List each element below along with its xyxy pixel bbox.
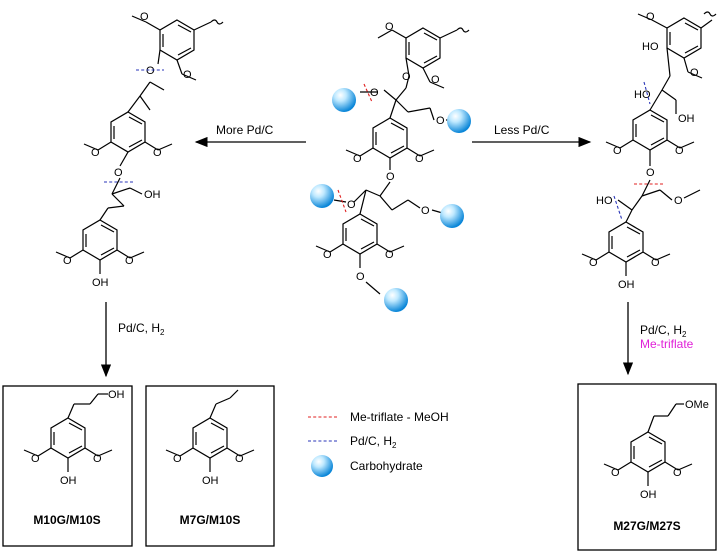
- right-top-ome-o2: O: [690, 67, 699, 79]
- arrow-less-pdc: Less Pd/C: [472, 123, 592, 148]
- product-box-2: O O OH M7G/M10S: [145, 385, 275, 547]
- right-bot-ome-o1: O: [589, 257, 598, 269]
- box1-ome-o1: O: [31, 453, 40, 465]
- center-top-ring: [377, 27, 470, 89]
- right-chain-ho2: HO: [596, 195, 613, 207]
- carbohydrate-ball-4: [440, 204, 464, 228]
- box3-oh-bottom: OH: [640, 489, 657, 501]
- center-bot-ome-o2: O: [385, 249, 394, 261]
- right-mid-ome-o2: O: [675, 145, 684, 157]
- box1-ome-o2: O: [93, 453, 102, 465]
- carbohydrate-ball-5: [384, 288, 408, 312]
- left-bot-ome-o1: O: [63, 255, 72, 267]
- left-ether-o2: O: [114, 167, 123, 179]
- right-chain-o: O: [674, 195, 683, 207]
- center-ether-o2: O: [386, 171, 395, 183]
- left-down-label: Pd/C, H: [118, 321, 160, 335]
- center-starting-material: O O O O O O: [310, 21, 471, 312]
- center-top-ome-o2: O: [431, 74, 440, 86]
- center-o-ball-4: O: [421, 205, 430, 217]
- less-pdc-label: Less Pd/C: [494, 123, 550, 137]
- right-chain-oh: OH: [678, 113, 695, 125]
- center-red-cut-1: [363, 83, 373, 103]
- legend-blue-sub: 2: [392, 441, 397, 450]
- product-box-1: OH O O OH M10G/M10S: [2, 385, 133, 547]
- svg-text:Pd/C, H2: Pd/C, H2: [350, 434, 397, 450]
- product-2-label: M7G/M10S: [180, 513, 241, 527]
- arrow-right-down: Pd/C, H2 Me-triflate: [622, 302, 694, 376]
- svg-text:Pd/C, H2: Pd/C, H2: [118, 321, 165, 337]
- right-ether-o2: O: [646, 167, 655, 179]
- left-bot-oh: OH: [92, 277, 109, 289]
- center-middle-ring: [345, 117, 435, 170]
- left-ether-o1: O: [146, 65, 155, 77]
- carbohydrate-ball-2: [447, 109, 471, 133]
- center-o-ball-3: O: [347, 199, 356, 211]
- legend-ball-label: Carbohydrate: [350, 459, 423, 473]
- me-triflate-reagent: Me-triflate: [640, 337, 694, 351]
- right-down-sub: 2: [682, 330, 687, 339]
- right-top-ho: HO: [642, 41, 659, 53]
- box3-ome-o1: O: [611, 467, 620, 479]
- center-o-ball-1: O: [370, 87, 379, 99]
- arrow-left-down: Pd/C, H2: [100, 302, 165, 378]
- carbohydrate-ball-3: [310, 184, 334, 208]
- legend-blue-label: Pd/C, H: [350, 434, 392, 448]
- right-intermediate: O O HO HO OH O O O HO: [581, 11, 717, 291]
- legend: Me-triflate - MeOH Pd/C, H2 Carbohydrate: [308, 410, 449, 477]
- right-top-ome-o1: O: [646, 11, 655, 23]
- left-top-ome-o2: O: [183, 69, 192, 81]
- left-mid-ome-o2: O: [153, 147, 162, 159]
- center-mid-ome-o2: O: [415, 153, 424, 165]
- left-bot-ome-o2: O: [125, 255, 134, 267]
- box1-oh-top: OH: [108, 389, 125, 401]
- svg-text:Pd/C, H2: Pd/C, H2: [640, 323, 687, 339]
- right-chain-ho1: HO: [634, 89, 651, 101]
- box3-ome-o2: O: [673, 467, 682, 479]
- left-intermediate: O O O O O O OH: [55, 11, 224, 289]
- center-bot-ome-o1: O: [323, 249, 332, 261]
- right-blue-cut-1: [643, 81, 651, 105]
- right-down-label: Pd/C, H: [640, 323, 682, 337]
- center-mid-ome-o1: O: [353, 153, 362, 165]
- center-ether-o1: O: [402, 71, 411, 83]
- product-3-label: M27G/M27S: [613, 519, 680, 533]
- left-top-ome-o1: O: [140, 11, 149, 23]
- box3-ome-top: OMe: [685, 399, 709, 411]
- product-box-3: OMe O O OH M27G/M27S: [577, 383, 717, 551]
- left-down-sub: 2: [160, 328, 165, 337]
- center-bot-o-ball: O: [356, 271, 365, 283]
- box2-ome-o1: O: [173, 453, 182, 465]
- right-mid-ome-o1: O: [613, 145, 622, 157]
- left-mid-ome-o1: O: [91, 147, 100, 159]
- carbohydrate-ball-1: [332, 88, 356, 112]
- box1-oh-bottom: OH: [60, 475, 77, 487]
- box2-oh-bottom: OH: [202, 475, 219, 487]
- center-o-ball-2: O: [436, 115, 445, 127]
- more-pdc-label: More Pd/C: [216, 123, 274, 137]
- right-bot-oh: OH: [618, 279, 635, 291]
- legend-red-label: Me-triflate - MeOH: [350, 410, 449, 424]
- right-bot-ome-o2: O: [651, 257, 660, 269]
- right-blue-cut-2: [613, 195, 623, 221]
- center-bottom-ring: [315, 213, 405, 295]
- product-1-label: M10G/M10S: [33, 513, 100, 527]
- center-red-cut-2: [337, 189, 347, 213]
- center-top-ome-o1: O: [385, 21, 394, 33]
- left-chain-oh: OH: [144, 189, 161, 201]
- box2-ome-o2: O: [235, 453, 244, 465]
- legend-ball-swatch: [311, 455, 333, 477]
- arrow-more-pdc: More Pd/C: [194, 123, 306, 148]
